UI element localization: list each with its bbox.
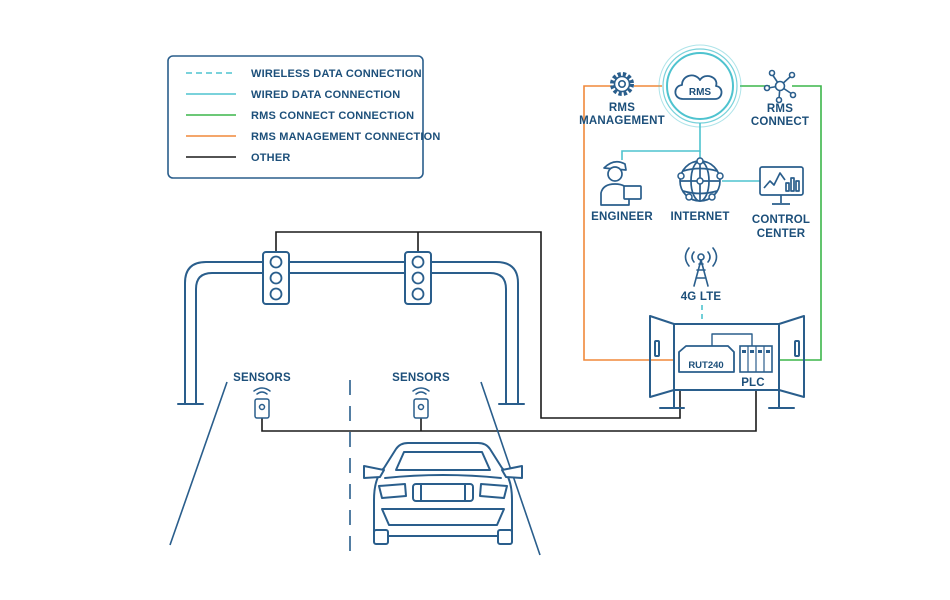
gear-icon	[610, 72, 634, 96]
legend-item-wired: WIRED DATA CONNECTION	[186, 89, 400, 101]
rms-label: RMS	[689, 87, 712, 98]
plc-device: PLC	[739, 345, 773, 389]
engineer-icon	[600, 160, 642, 206]
router-label: RUT240	[688, 360, 723, 371]
rms-cloud-node: RMS	[658, 44, 742, 128]
legend-item-other: OTHER	[186, 152, 291, 164]
rms-management-node: RMS MANAGEMENT	[579, 72, 665, 127]
sensor-right: SENSORS	[392, 372, 450, 419]
network-hub-icon	[763, 69, 797, 104]
sensor-left: SENSORS	[233, 372, 291, 419]
rms-connect-connection	[772, 85, 822, 361]
car-grille	[412, 483, 474, 502]
engineer-rms-connection	[621, 123, 701, 160]
engineer-node: ENGINEER	[591, 160, 653, 223]
lte-node: 4G LTE	[681, 247, 722, 303]
rut240-router: RUT240	[678, 345, 735, 373]
legend: WIRELESS DATA CONNECTION WIRED DATA CONN…	[167, 55, 441, 179]
internet-label: INTERNET	[670, 211, 729, 223]
control-center-label-2: CENTER	[757, 228, 806, 240]
sensors-left-label: SENSORS	[233, 372, 291, 384]
signals-cabinet-cable	[275, 231, 681, 419]
plc-label: PLC	[741, 377, 765, 389]
cabinet-right-door	[778, 315, 805, 398]
sensors-plc-cable	[261, 381, 757, 432]
cloud-icon	[674, 74, 723, 100]
car-headlight-left	[378, 483, 407, 499]
rms-connect-node: RMS CONNECT	[751, 69, 809, 128]
engineer-label: ENGINEER	[591, 211, 653, 223]
car-windshield	[395, 451, 491, 471]
cabinet-left-door	[649, 315, 675, 398]
road-left-edge	[169, 381, 228, 546]
rms-connect-label-2: CONNECT	[751, 116, 809, 128]
traffic-light-left	[262, 251, 290, 305]
legend-item-wireless: WIRELESS DATA CONNECTION	[186, 68, 422, 80]
cell-tower-icon	[684, 247, 718, 287]
car-mirror-right	[501, 465, 523, 479]
sensor-right-icon	[412, 387, 430, 419]
legend-label-other: OTHER	[251, 152, 291, 164]
car-headlight-right	[479, 483, 508, 499]
control-center-node: CONTROL CENTER	[752, 166, 810, 240]
car-mirror-left	[363, 465, 385, 479]
traffic-light-right	[404, 251, 432, 305]
legend-item-rms-management: RMS MANAGEMENT CONNECTION	[186, 131, 441, 143]
rms-management-label-2: MANAGEMENT	[579, 115, 665, 127]
monitor-chart-icon	[759, 166, 804, 205]
lte-label: 4G LTE	[681, 291, 722, 303]
rms-management-label-1: RMS	[609, 102, 635, 114]
legend-box	[167, 55, 424, 179]
legend-label-wireless: WIRELESS DATA CONNECTION	[251, 68, 422, 80]
legend-label-wired: WIRED DATA CONNECTION	[251, 89, 400, 101]
sensors-right-label: SENSORS	[392, 372, 450, 384]
rms-management-connection	[583, 85, 680, 361]
legend-item-rms-connect: RMS CONNECT CONNECTION	[186, 110, 414, 122]
legend-label-rms-connect: RMS CONNECT CONNECTION	[251, 110, 414, 122]
car-wheel-right	[497, 529, 513, 545]
internet-node: INTERNET	[670, 157, 729, 223]
control-center-label-1: CONTROL	[752, 214, 810, 226]
legend-label-rms-management: RMS MANAGEMENT CONNECTION	[251, 131, 441, 143]
traffic-gantry	[177, 261, 525, 405]
sensor-left-icon	[253, 387, 271, 419]
car-wheel-left	[373, 529, 389, 545]
rms-connect-label-1: RMS	[767, 103, 793, 115]
car	[363, 442, 523, 545]
